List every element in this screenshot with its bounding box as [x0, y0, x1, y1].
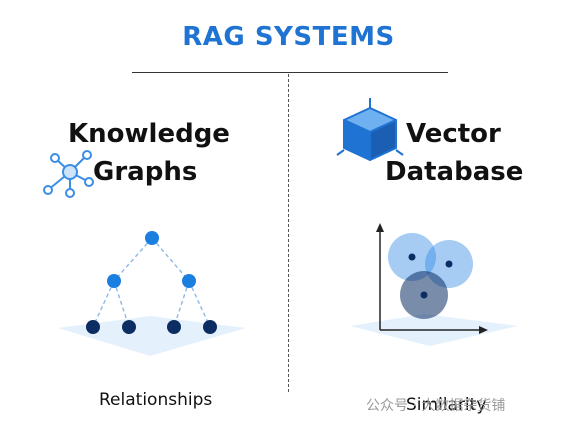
vector-heading-line1: Vector — [406, 119, 501, 149]
graph-leaf-node — [203, 320, 217, 334]
cluster-point — [420, 291, 428, 299]
cluster-point — [408, 253, 416, 261]
graph-leaf-node — [122, 320, 136, 334]
watermark: 公众号 · 大数据杂货铺 — [366, 398, 506, 414]
graph-node — [107, 274, 121, 288]
vector-heading-line2: Database — [385, 157, 524, 187]
cube-icon — [336, 98, 404, 161]
similarity-caption: Similarity — [406, 395, 487, 415]
vector-axes — [379, 228, 482, 331]
graph-leaf-node — [167, 320, 181, 334]
x-axis-arrow — [479, 326, 488, 334]
title-divider — [132, 72, 448, 73]
knowledge-heading-line2: Graphs — [93, 157, 198, 187]
cluster-point — [445, 260, 453, 268]
center-divider — [288, 74, 289, 392]
graph-platform — [58, 316, 246, 356]
relationships-caption: Relationships — [99, 390, 213, 410]
graph-root-node — [145, 231, 159, 245]
page-title: RAG SYSTEMS — [182, 22, 395, 52]
y-axis-arrow — [376, 223, 384, 232]
knowledge-graph-tree — [92, 237, 211, 328]
network-icon — [43, 150, 94, 198]
graph-node — [182, 274, 196, 288]
knowledge-heading-line1: Knowledge — [68, 119, 230, 149]
graph-leaf-node — [86, 320, 100, 334]
